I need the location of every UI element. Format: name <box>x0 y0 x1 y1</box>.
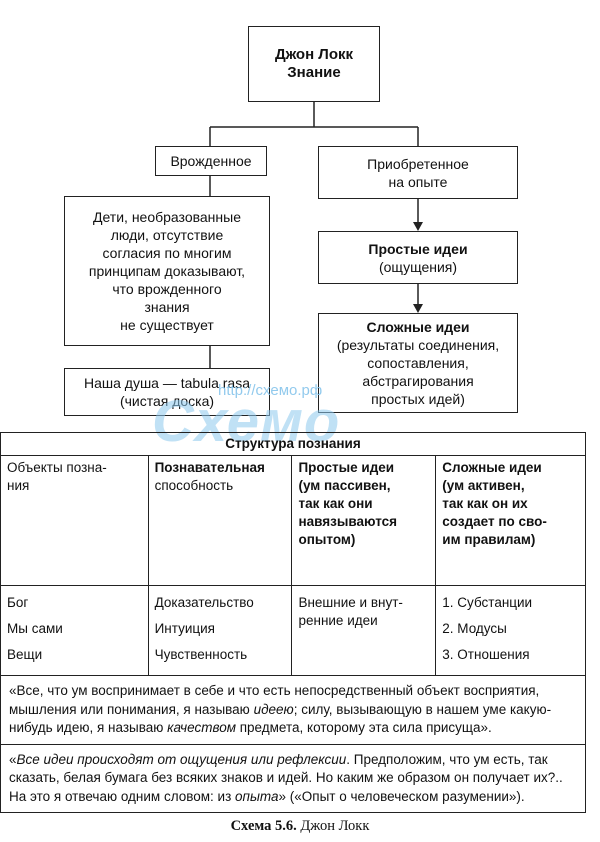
node-acquired: Приобретенное на опыте <box>318 146 518 199</box>
node-tabula-rasa: Наша душа — tabula rasa (чистая доска) <box>64 368 270 416</box>
node-simple-line1: Простые идеи <box>368 240 468 257</box>
object-item: Вещи <box>7 647 43 662</box>
caption-title: Джон Локк <box>296 818 370 834</box>
figure-caption: Схема 5.6. Джон Локк <box>0 818 600 835</box>
locke-quote-experience: «Все идеи происходят от ощущения или реф… <box>0 743 586 813</box>
ability-item: Чувственность <box>154 647 248 662</box>
connector-lines <box>209 102 423 368</box>
simple-ideas-line: Внешние и внут- <box>298 595 403 610</box>
ability-item: Доказательство <box>154 595 254 610</box>
quote1-text: «Все, что ум воспринимает в себе и что е… <box>9 683 540 717</box>
cell-abilities: Доказательство Интуиция Чувственность <box>147 585 293 676</box>
object-item: Мы сами <box>7 621 63 636</box>
node-root-line2: Знание <box>287 64 341 81</box>
header-complex-line: создает по сво- <box>442 514 547 529</box>
header-ability-line: Познавательная <box>154 460 265 475</box>
header-ability: Познавательная способность <box>147 455 293 586</box>
node-soul-line2: (чистая доска) <box>119 393 215 409</box>
complex-idea-item: 3. Отношения <box>442 647 530 662</box>
cell-simple-ideas: Внешние и внут- ренние идеи <box>291 585 437 676</box>
header-simple-line: (ум пассивен, <box>298 478 391 493</box>
quote1-text: предмета, которому эта сила присуща». <box>235 720 492 735</box>
header-simple-line: навязываются <box>298 514 398 529</box>
node-simple-ideas: Простые идеи (ощущения) <box>318 231 518 284</box>
complex-idea-item: 1. Субстанции <box>442 595 533 610</box>
header-objects-line: Объекты позна- <box>7 460 107 475</box>
children-line: согласия по многим <box>102 245 232 261</box>
watermark-url: http://схемо.рф <box>218 382 323 399</box>
quote1-text: ; силу, вызывающую в нашем уме какую-ниб… <box>9 701 552 736</box>
quote2-text: « <box>9 751 17 767</box>
locke-quote-ideas: «Все, что ум воспринимает в себе и что е… <box>0 675 586 745</box>
node-innate-label: Врожденное <box>170 153 252 169</box>
header-simple-ideas: Простые идеи (ум пассивен, так как они н… <box>291 455 437 586</box>
node-children-argument: Дети, необразованные люди, отсутствие со… <box>64 196 270 346</box>
node-complex-line1: Сложные идеи <box>366 319 470 335</box>
header-ability-line: способность <box>154 478 234 493</box>
table-title: Структура познания <box>0 432 586 456</box>
complex-line: абстрагирования <box>362 373 474 389</box>
children-line: знания <box>144 299 190 315</box>
header-complex-line: им правилам) <box>442 532 536 547</box>
cell-complex-ideas: 1. Субстанции 2. Модусы 3. Отношения <box>435 585 586 676</box>
node-john-locke-knowledge: Джон Локк Знание <box>248 26 380 102</box>
object-item: Бог <box>7 595 29 610</box>
header-objects-line: ния <box>7 478 30 493</box>
cell-objects: Бог Мы сами Вещи <box>0 585 149 676</box>
quote2-emphasis: Все идеи происходят от ощущения или рефл… <box>16 751 347 767</box>
quote2-text: » («Опыт о человеческом разумении»). <box>278 788 525 804</box>
header-complex-line: Сложные идеи <box>442 460 542 475</box>
node-root-line1: Джон Локк <box>274 46 354 63</box>
header-complex-line: (ум активен, <box>442 478 525 493</box>
caption-number: Схема 5.6. <box>230 818 297 834</box>
header-simple-line: Простые идеи <box>298 460 395 475</box>
children-line: не существует <box>120 317 214 333</box>
children-line: что врожденного <box>112 281 222 297</box>
knowledge-structure-table: Структура познания Объекты позна- ния По… <box>0 432 586 813</box>
node-complex-ideas: Сложные идеи (результаты соединения, соп… <box>318 313 518 413</box>
header-complex-line: так как он их <box>442 496 528 511</box>
node-soul-line1: Наша душа — tabula rasa <box>83 375 251 391</box>
complex-line: (результаты соединения, <box>336 337 500 353</box>
header-simple-line: опытом) <box>298 532 356 547</box>
children-line: принципам доказывают, <box>88 263 246 279</box>
complex-line: простых идей) <box>371 391 465 407</box>
header-complex-ideas: Сложные идеи (ум активен, так как он их … <box>435 455 586 586</box>
children-line: люди, отсутствие <box>110 227 224 243</box>
complex-line: сопоставления, <box>367 355 469 371</box>
header-simple-line: так как они <box>298 496 373 511</box>
node-acquired-line2: на опыте <box>388 173 448 190</box>
quote1-emphasis: идеею <box>253 701 294 717</box>
node-simple-line2: (ощущения) <box>378 258 458 275</box>
ability-item: Интуиция <box>154 621 215 636</box>
simple-ideas-line: ренние идеи <box>298 613 378 628</box>
complex-idea-item: 2. Модусы <box>442 621 507 636</box>
quote2-text: . Предположим, что ум есть, так сказать,… <box>9 751 563 804</box>
children-line: Дети, необразованные <box>93 209 241 225</box>
node-innate: Врожденное <box>155 146 267 176</box>
quote2-emphasis: опыта <box>235 788 279 804</box>
node-acquired-line1: Приобретенное <box>367 155 469 172</box>
header-objects: Объекты позна- ния <box>0 455 149 586</box>
quote1-emphasis: качеством <box>167 720 236 735</box>
